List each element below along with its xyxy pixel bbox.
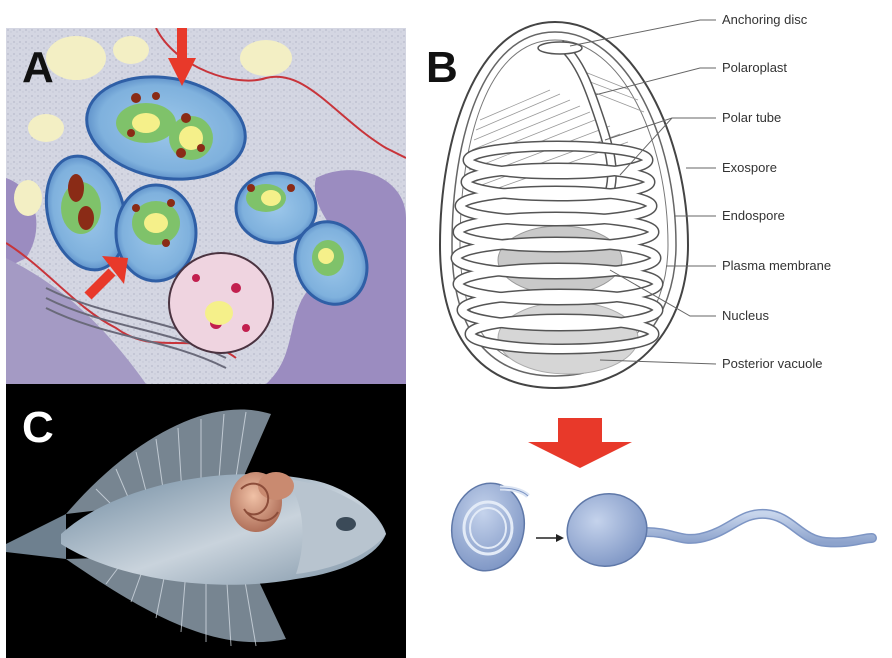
panel-germination-diagram: [410, 392, 892, 658]
parasite-cell: [44, 154, 128, 272]
exospore-outline: [438, 20, 690, 390]
label-posterior-vacuole: Posterior vacuole: [722, 356, 822, 371]
nucleus: [497, 225, 623, 295]
parasite-cell: [114, 183, 198, 283]
spore-structure-diagram: Anchoring disc Polaroplast Polar tube Ex…: [438, 12, 831, 390]
endospore-outline: [451, 31, 677, 377]
panel-label-a: A: [22, 43, 54, 92]
degenerating-cell: [168, 252, 274, 354]
label-plasma-membrane: Plasma membrane: [722, 258, 831, 273]
posterior-vacuole: [497, 301, 639, 375]
flatfish-image: [6, 384, 406, 658]
polar-tube-coils: [450, 140, 664, 355]
down-arrow-icon: [168, 28, 196, 86]
panel-label-b: B: [426, 43, 458, 92]
germinating-spore: [566, 493, 877, 567]
panel-a-micrograph: A: [6, 28, 406, 384]
panel-label-c: C: [22, 403, 54, 452]
dormant-spore: [450, 482, 530, 572]
spore-germination-diagram: [450, 418, 877, 572]
right-arrow-icon: [536, 534, 564, 542]
panel-b-spore-diagram: Anchoring disc Polaroplast Polar tube Ex…: [410, 0, 892, 392]
parasite-cell: [234, 171, 318, 245]
label-polaroplast: Polaroplast: [722, 60, 787, 75]
label-polar-tube: Polar tube: [722, 110, 781, 125]
parasite-cell: [293, 220, 369, 306]
leader-lines: [569, 19, 717, 365]
parasite-cyst: [230, 472, 294, 532]
label-anchoring-disc: Anchoring disc: [722, 12, 808, 27]
label-endospore: Endospore: [722, 208, 785, 223]
diagonal-arrow-icon: [84, 256, 128, 300]
panel-c-fish-photo: C: [6, 384, 406, 658]
label-nucleus: Nucleus: [722, 308, 769, 323]
down-arrow-icon: [528, 418, 632, 468]
label-exospore: Exospore: [722, 160, 777, 175]
micrograph-image: [6, 28, 406, 384]
parasite-cell: [85, 75, 247, 181]
